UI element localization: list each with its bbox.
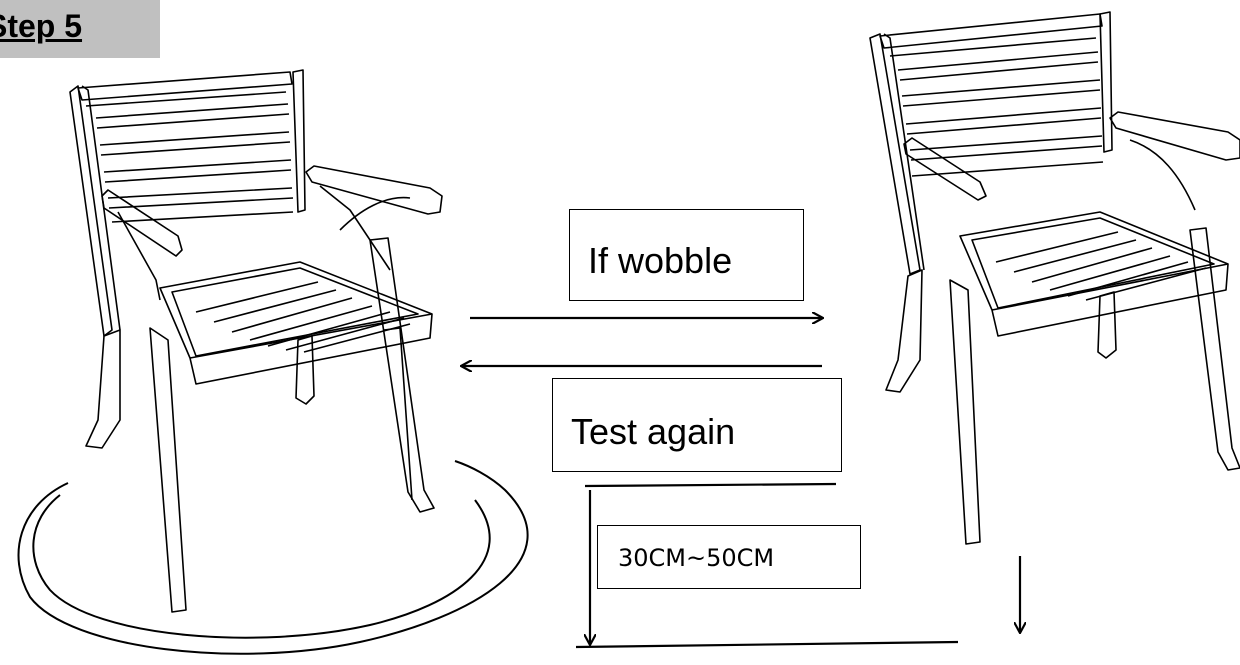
if-wobble-label: If wobble xyxy=(588,240,733,281)
distance-box: 30CM~50CM xyxy=(597,525,861,589)
step-header: Step 5 xyxy=(0,0,160,58)
chair-left xyxy=(69,69,443,613)
if-wobble-box: If wobble xyxy=(569,209,804,301)
rotating-platform xyxy=(17,460,529,655)
ground-line xyxy=(575,640,959,649)
step-title: Step 5 xyxy=(0,8,83,44)
test-again-box: Test again xyxy=(552,378,842,472)
flow-arrows xyxy=(462,318,1020,649)
distance-label: 30CM~50CM xyxy=(618,544,775,572)
measure-top-line xyxy=(584,482,837,488)
chair-right xyxy=(869,11,1240,545)
test-again-label: Test again xyxy=(571,411,736,452)
